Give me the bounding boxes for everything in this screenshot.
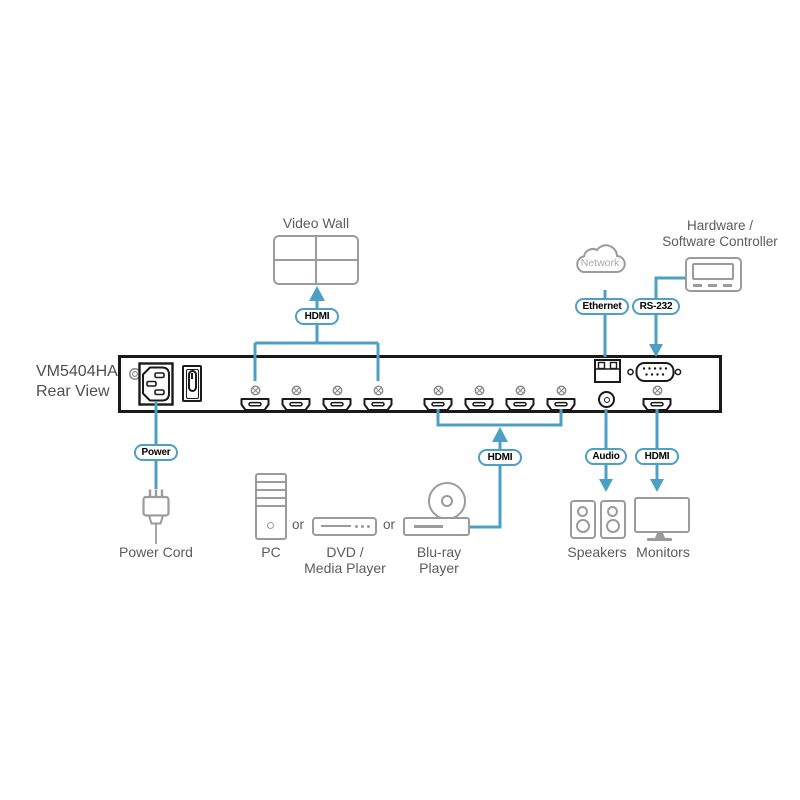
hdmi-in-pill: HDMI	[478, 449, 522, 466]
rs232-port	[627, 362, 682, 382]
arrow-down-audio	[599, 479, 613, 492]
screw-icon	[332, 385, 342, 396]
hdmi-out-port-2	[281, 385, 311, 412]
power-switch	[182, 365, 202, 402]
audio-port	[598, 391, 615, 408]
screw-icon	[474, 385, 484, 396]
bluray-label: Blu-ray Player	[416, 544, 462, 576]
rs232-pill: RS-232	[632, 298, 680, 315]
hdmi-port-icon	[423, 398, 453, 411]
power-inlet-port	[138, 362, 174, 406]
arrow-down-monitor	[650, 479, 664, 492]
speaker-right-icon	[600, 500, 626, 539]
or-right-label: or	[382, 517, 395, 532]
bluray-player-icon	[403, 517, 470, 536]
pc-icon	[255, 473, 287, 540]
arrow-up-video-wall	[309, 286, 325, 301]
ethernet-pill: Ethernet	[575, 298, 629, 315]
screw-icon	[515, 385, 525, 396]
hdmi-in-port-2	[464, 385, 494, 412]
hdmi-out-port-4	[363, 385, 393, 412]
controller-label: Hardware / Software Controller	[662, 218, 778, 249]
monitor-base	[647, 538, 672, 541]
speakers-label: Speakers	[567, 544, 627, 560]
or-left-label: or	[291, 517, 304, 532]
screw-icon	[556, 385, 566, 396]
hdmi-port-icon	[642, 398, 672, 411]
dvd-player-icon	[312, 517, 377, 536]
screw-icon	[652, 385, 662, 396]
device-title: VM5404HA Rear View	[36, 362, 166, 402]
screw-icon	[433, 385, 443, 396]
screw-icon	[291, 385, 301, 396]
hdmi-monitor-port	[642, 385, 672, 412]
speaker-left-icon	[570, 500, 596, 539]
hdmi-in-port-4	[546, 385, 576, 412]
arrow-up-hdmi-in	[492, 427, 508, 442]
hdmi-port-icon	[464, 398, 494, 411]
hdmi-port-icon	[322, 398, 352, 411]
audio-pill: Audio	[585, 448, 627, 465]
video-wall-divider-h	[275, 259, 357, 261]
pc-label: PC	[261, 544, 281, 560]
hdmi-monitor-pill: HDMI	[635, 448, 679, 465]
hdmi-port-icon	[363, 398, 393, 411]
screw-icon	[250, 385, 260, 396]
rear-panel	[118, 355, 722, 413]
power-cord-label: Power Cord	[119, 544, 193, 560]
bluray-disc-icon	[428, 482, 466, 520]
hdmi-port-icon	[546, 398, 576, 411]
power-plug-icon	[142, 489, 170, 544]
network-label: Network	[580, 257, 620, 269]
hdmi-out-port-1	[240, 385, 270, 412]
dvd-label: DVD / Media Player	[304, 544, 386, 576]
video-wall-icon	[273, 235, 359, 285]
ethernet-port	[594, 359, 621, 383]
hdmi-out-port-3	[322, 385, 352, 412]
monitor-icon	[634, 497, 690, 533]
hdmi-port-icon	[505, 398, 535, 411]
hdmi-top-pill: HDMI	[295, 308, 339, 325]
hdmi-port-icon	[240, 398, 270, 411]
monitors-label: Monitors	[636, 544, 690, 560]
controller-screen	[692, 263, 734, 280]
video-wall-label: Video Wall	[282, 215, 350, 231]
monitor-stand	[655, 533, 665, 538]
screw-icon	[373, 385, 383, 396]
power-pill: Power	[134, 444, 178, 461]
hdmi-port-icon	[281, 398, 311, 411]
device-view: Rear View	[36, 383, 110, 400]
hdmi-in-port-1	[423, 385, 453, 412]
hdmi-in-port-3	[505, 385, 535, 412]
controller-icon	[685, 257, 742, 292]
network-cloud-icon	[576, 244, 626, 274]
device-model: VM5404HA	[36, 363, 118, 380]
rear-panel-outline	[118, 355, 722, 413]
